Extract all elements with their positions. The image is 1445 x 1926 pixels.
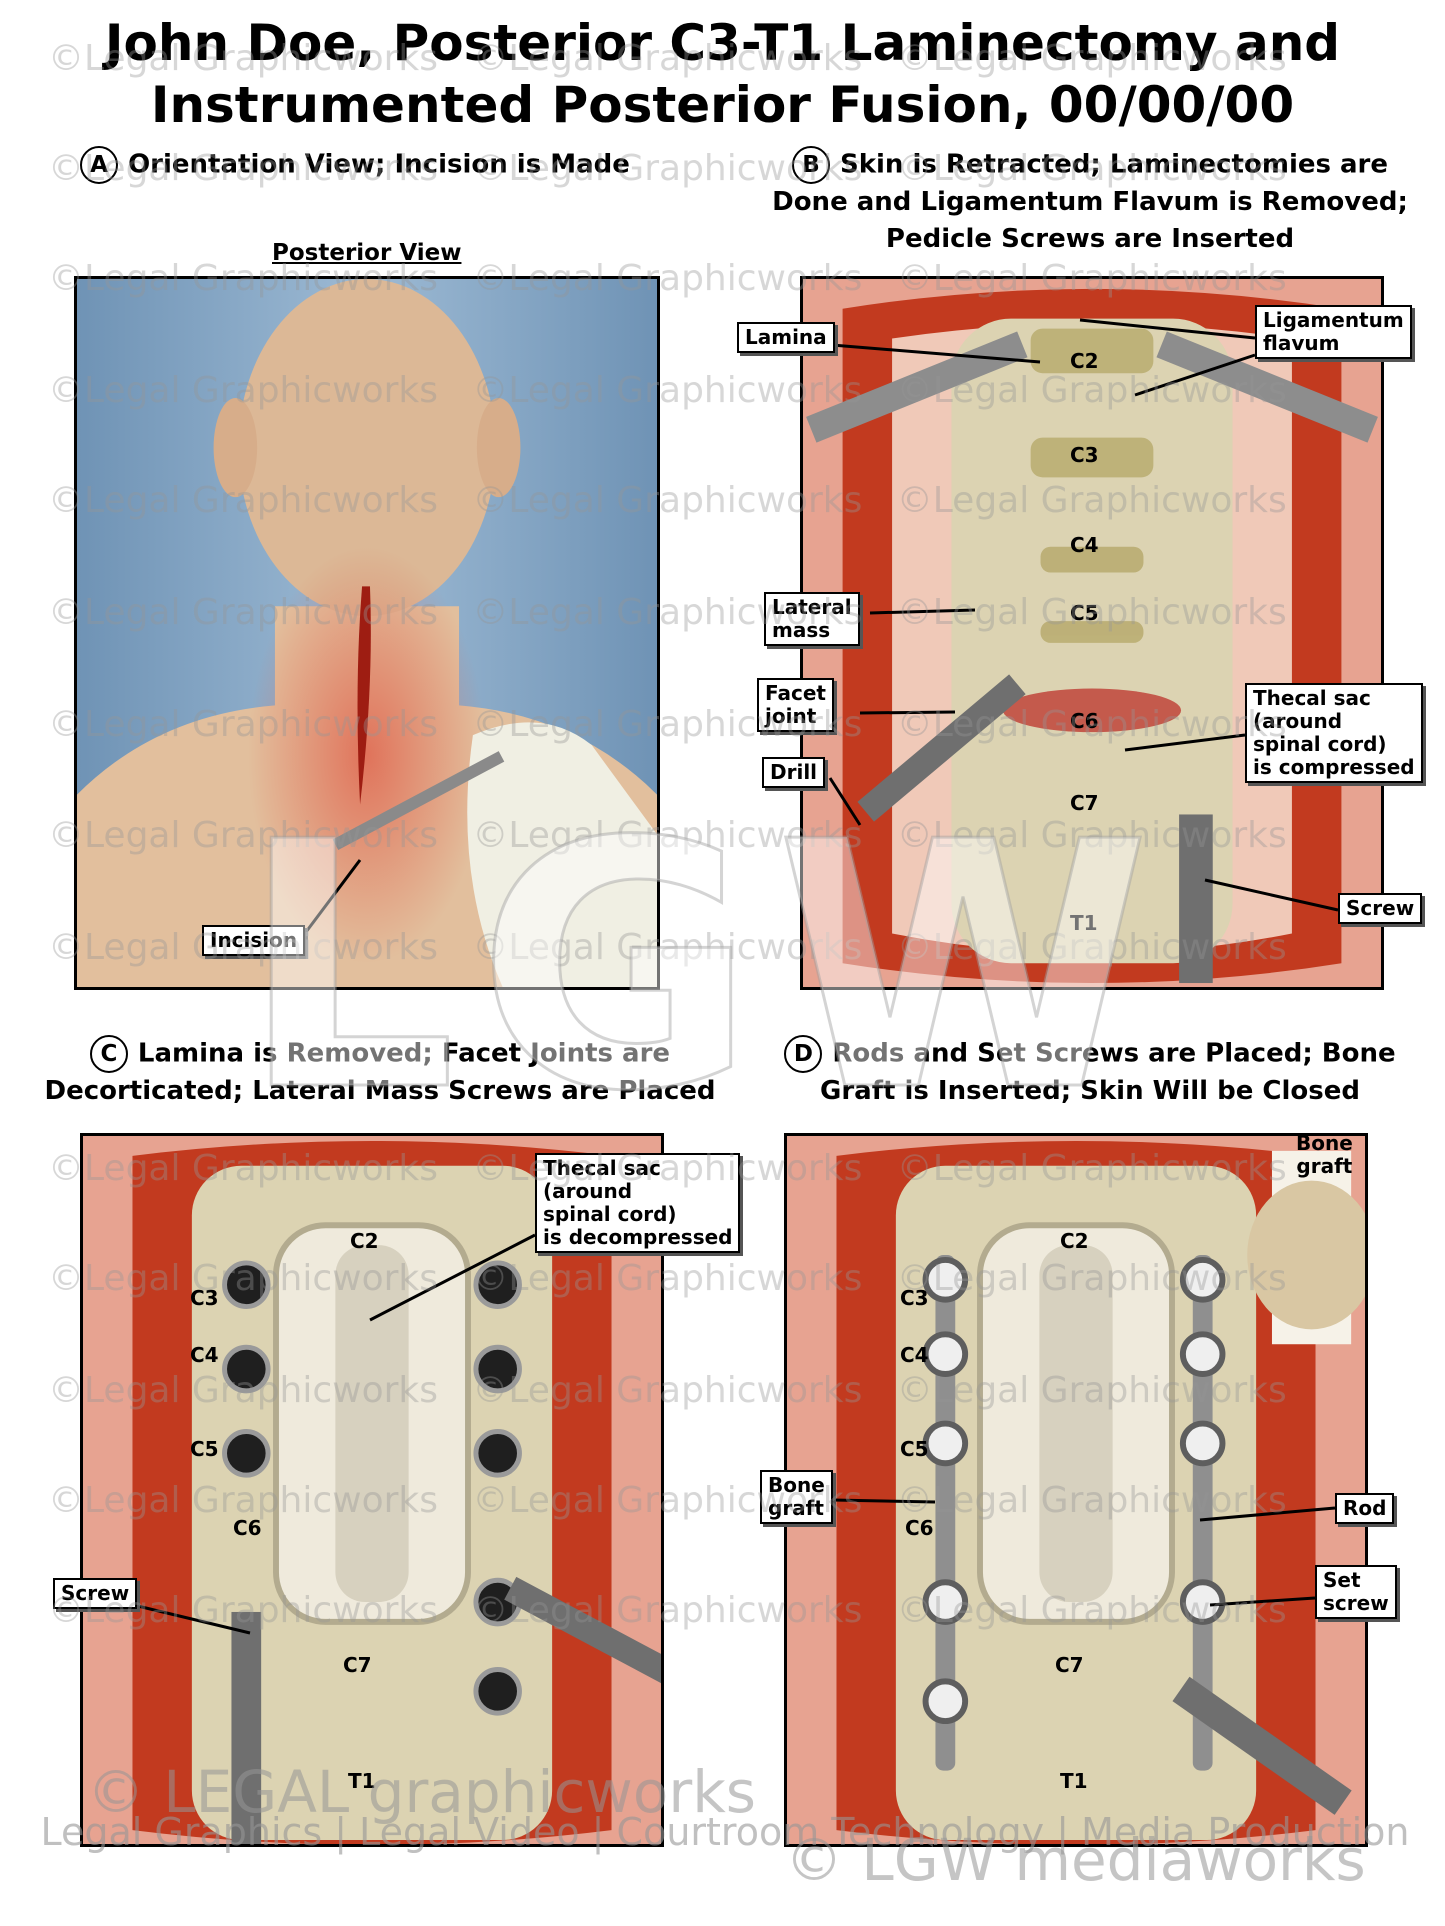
caption-panel-b: B Skin is Retracted; Laminectomies are Do… — [760, 146, 1420, 258]
label-rod: Rod — [1335, 1493, 1395, 1524]
caption-b-line-3: Pedicle Screws are Inserted — [885, 224, 1295, 254]
caption-panel-c: C Lamina is Removed; Facet Joints are Dec… — [30, 1035, 730, 1110]
caption-d-line-1: Rods and Set Screws are Placed; Bone — [832, 1038, 1396, 1069]
panel-b-illustration — [800, 276, 1384, 990]
caption-d-line-2: Graft is Inserted; Skin Will be Closed — [819, 1076, 1360, 1106]
page-title: John Doe, Posterior C3-T1 Laminectomy an… — [0, 12, 1445, 136]
panel-letter-d: D — [784, 1035, 823, 1073]
panel-letter-b: B — [791, 146, 830, 184]
label-facet-joint: Facet joint — [757, 678, 834, 732]
panel-letter-a: A — [80, 146, 119, 184]
label-set-screw: Set screw — [1315, 1565, 1397, 1619]
caption-c-line-1: Lamina is Removed; Facet Joints are — [137, 1038, 671, 1069]
title-line-1: John Doe, Posterior C3-T1 Laminectomy an… — [104, 14, 1341, 72]
title-line-2: Instrumented Posterior Fusion, 00/00/00 — [150, 76, 1295, 134]
label-thecal-sac-compressed: Thecal sac (around spinal cord) is compr… — [1245, 683, 1423, 783]
label-lateral-mass: Lateral mass — [764, 592, 860, 646]
caption-a-text: Orientation View; Incision is Made — [128, 149, 630, 180]
caption-panel-d: D Rods and Set Screws are Placed; Bone Gr… — [760, 1035, 1420, 1110]
panel-a-illustration — [74, 276, 660, 990]
label-lamina: Lamina — [737, 322, 835, 353]
label-ligamentum-flavum: Ligamentum flavum — [1255, 305, 1412, 359]
panel-d-illustration — [784, 1133, 1368, 1847]
caption-panel-a: A Orientation View; Incision is Made — [45, 146, 665, 184]
panel-letter-c: C — [89, 1035, 128, 1073]
label-drill: Drill — [762, 757, 826, 788]
label-screw-b: Screw — [1338, 893, 1423, 924]
caption-c-line-2: Decorticated; Lateral Mass Screws are Pl… — [44, 1076, 716, 1106]
posterior-view-subheading: Posterior View — [272, 240, 462, 266]
fusion-illustration — [787, 1136, 1365, 1844]
caption-b-line-2: Done and Ligamentum Flavum is Removed; — [772, 187, 1408, 217]
label-bone-graft: Bone graft — [760, 1470, 833, 1524]
label-thecal-sac-decompressed: Thecal sac (around spinal cord) is decom… — [535, 1153, 741, 1253]
label-bone-graft-inset: Bone graft — [1296, 1131, 1353, 1178]
laminectomy-illustration — [803, 279, 1381, 987]
label-screw-c: Screw — [53, 1578, 138, 1609]
caption-b-line-1: Skin is Retracted; Laminectomies are — [839, 149, 1389, 180]
label-incision: Incision — [202, 925, 306, 956]
head-neck-illustration — [77, 279, 657, 987]
